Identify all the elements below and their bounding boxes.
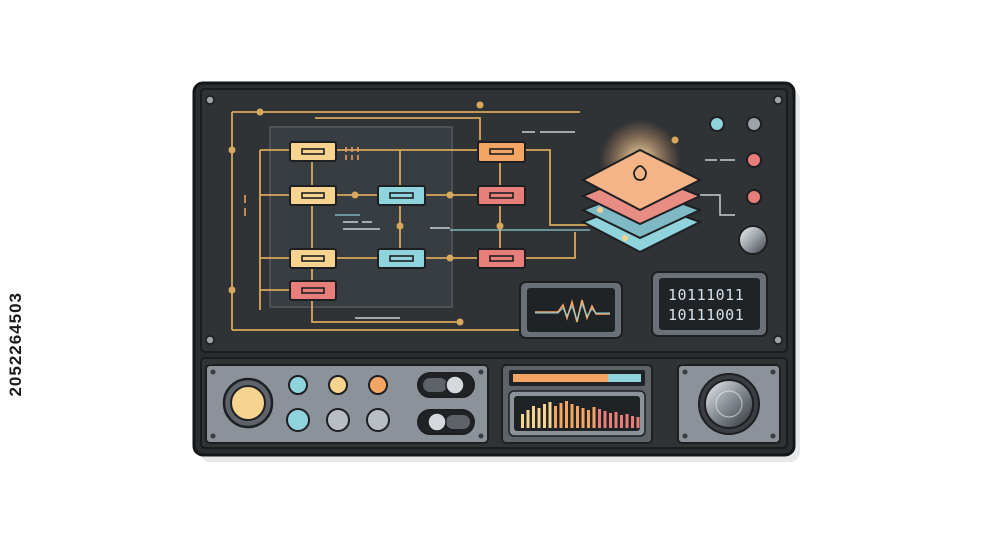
button-yellow[interactable] <box>328 375 348 395</box>
circuit-block <box>477 141 526 163</box>
toggle-switch[interactable] <box>417 372 475 398</box>
level-meter-bars <box>521 401 640 428</box>
circuit-block <box>477 248 526 269</box>
main-rotary-knob[interactable] <box>704 379 754 429</box>
circuit-block <box>289 280 337 301</box>
level-meter-bar <box>532 406 535 428</box>
level-meter-bar <box>537 408 541 428</box>
knob-module <box>677 364 781 444</box>
circuit-block <box>289 141 337 162</box>
circuit-block <box>477 185 526 206</box>
indicator-light-red <box>746 189 762 205</box>
level-meter-bar <box>570 404 574 428</box>
toggle-switch[interactable] <box>417 409 475 435</box>
level-meter-bar <box>620 415 623 428</box>
button-orange[interactable] <box>368 375 388 395</box>
layers-stack-icon <box>580 120 735 254</box>
level-meter-bar <box>526 410 530 428</box>
button-module <box>222 372 475 435</box>
circuit-block <box>289 185 337 206</box>
level-meter-bar <box>587 410 590 428</box>
circuit-block <box>289 248 337 269</box>
button-grey[interactable] <box>366 408 390 432</box>
button-teal[interactable] <box>288 375 308 395</box>
indicator-light-grey <box>746 116 762 132</box>
level-meter-bar <box>565 401 568 428</box>
level-meter-bar <box>581 408 585 428</box>
binary-line-1: 10111011 <box>668 286 744 304</box>
level-meter-bar <box>592 407 596 428</box>
level-meter-bar <box>636 417 640 428</box>
level-meter-bar <box>603 411 607 428</box>
indicator-light-red <box>746 152 762 168</box>
button-teal-large[interactable] <box>286 408 310 432</box>
level-meter-bar <box>543 404 546 428</box>
level-meter-bar <box>554 406 557 428</box>
indicator-light-teal <box>709 116 725 132</box>
waveform-screen <box>519 281 623 339</box>
level-meter-bar <box>598 409 601 428</box>
circuit-block <box>377 248 426 269</box>
level-meter-bar <box>559 403 563 428</box>
big-yellow-button[interactable] <box>230 385 266 421</box>
button-grey[interactable] <box>326 408 350 432</box>
level-meter-bar <box>521 414 524 428</box>
binary-screen: 10111011 10111001 <box>651 271 768 337</box>
level-meter-bar <box>609 413 612 428</box>
level-meter-bar <box>614 412 618 428</box>
level-meter-module <box>501 364 653 444</box>
level-meter-bar <box>631 416 634 428</box>
indicator-lights <box>709 116 762 205</box>
binary-line-2: 10111001 <box>668 306 744 324</box>
level-meter-bar <box>625 414 629 428</box>
small-knob[interactable] <box>738 225 768 255</box>
level-meter-bar <box>548 402 552 428</box>
level-meter-bar <box>576 406 579 428</box>
circuit-diagram <box>228 101 735 331</box>
circuit-block <box>377 185 426 206</box>
